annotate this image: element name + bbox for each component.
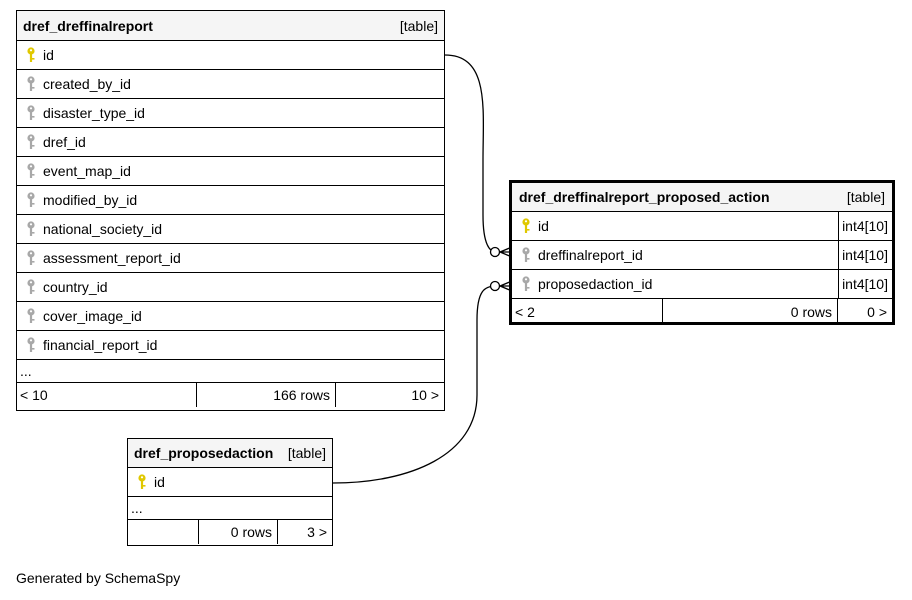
table-footer: < 10 166 rows 10 >: [17, 383, 444, 407]
row-count: 166 rows: [197, 383, 336, 407]
column-row[interactable]: financial_report_id: [17, 331, 444, 360]
generated-by-text: Generated by SchemaSpy: [16, 570, 181, 586]
row-count: 0 rows: [199, 520, 278, 544]
column-name: financial_report_id: [43, 337, 158, 353]
parents-count[interactable]: < 10: [17, 383, 197, 407]
foreign-key-icon: [27, 279, 35, 294]
children-count[interactable]: 10 >: [411, 387, 439, 403]
more-columns: ...: [128, 497, 332, 520]
table-name: dref_dreffinalreport: [23, 17, 153, 34]
children-count[interactable]: 3 >: [307, 524, 327, 540]
column-name: cover_image_id: [43, 308, 142, 324]
table-dref-proposedaction[interactable]: dref_proposedaction [table] id ... 0 row…: [127, 438, 333, 546]
more-columns: ...: [17, 360, 444, 383]
column-name: id: [538, 218, 549, 234]
children-count[interactable]: 0 >: [867, 303, 887, 320]
optional-marker: [489, 246, 501, 258]
column-name: dreffinalreport_id: [538, 247, 643, 263]
column-row[interactable]: assessment_report_id: [17, 244, 444, 273]
column-row[interactable]: national_society_id: [17, 215, 444, 244]
column-name: id: [154, 474, 165, 490]
foreign-key-icon: [27, 192, 35, 207]
table-header[interactable]: dref_proposedaction [table]: [128, 439, 332, 468]
column-row[interactable]: modified_by_id: [17, 186, 444, 215]
relationship-proposedaction-link: [332, 285, 497, 484]
primary-key-icon: [522, 218, 530, 233]
column-row[interactable]: created_by_id: [17, 70, 444, 99]
foreign-key-icon: [27, 221, 35, 236]
column-name: national_society_id: [43, 221, 163, 237]
parents-count[interactable]: < 2: [512, 299, 663, 324]
optional-marker: [489, 280, 501, 292]
column-name: proposedaction_id: [538, 276, 653, 292]
table-kind: [table]: [399, 17, 438, 34]
column-name: assessment_report_id: [43, 250, 181, 266]
table-name: dref_proposedaction: [134, 445, 274, 461]
column-row[interactable]: dreffinalreport_id int4[10]: [512, 241, 892, 270]
foreign-key-icon: [27, 76, 35, 91]
column-name: modified_by_id: [43, 192, 138, 208]
column-type: int4[10]: [838, 241, 892, 269]
foreign-key-icon: [522, 276, 530, 291]
parents-count[interactable]: [128, 520, 199, 544]
table-dref-dreffinalreport-proposed-action[interactable]: dref_dreffinalreport_proposed_action [ta…: [509, 180, 895, 325]
column-name: dref_id: [43, 134, 86, 150]
column-row[interactable]: event_map_id: [17, 157, 444, 186]
foreign-key-icon: [27, 250, 35, 265]
table-name: dref_dreffinalreport_proposed_action: [519, 189, 770, 205]
foreign-key-icon: [27, 134, 35, 149]
table-dref-dreffinalreport[interactable]: dref_dreffinalreport [table] id created_b…: [16, 10, 445, 411]
column-row[interactable]: proposedaction_id int4[10]: [512, 270, 892, 299]
column-type: int4[10]: [838, 270, 892, 298]
primary-key-icon: [138, 474, 146, 489]
column-row[interactable]: id: [17, 41, 444, 70]
column-name: id: [43, 47, 54, 63]
primary-key-icon: [27, 47, 35, 62]
column-name: event_map_id: [43, 163, 131, 179]
foreign-key-icon: [27, 308, 35, 323]
relationship-dreffinalreport-link: [444, 54, 497, 253]
column-name: disaster_type_id: [43, 105, 145, 121]
column-name: country_id: [43, 279, 108, 295]
column-list: id: [128, 468, 332, 497]
column-row[interactable]: disaster_type_id: [17, 99, 444, 128]
foreign-key-icon: [522, 247, 530, 262]
foreign-key-icon: [27, 105, 35, 120]
column-row[interactable]: cover_image_id: [17, 302, 444, 331]
table-kind: [table]: [846, 189, 885, 205]
column-row[interactable]: country_id: [17, 273, 444, 302]
column-row[interactable]: id: [128, 468, 332, 497]
column-row[interactable]: dref_id: [17, 128, 444, 157]
column-type: int4[10]: [838, 212, 892, 240]
foreign-key-icon: [27, 163, 35, 178]
column-name: created_by_id: [43, 76, 131, 92]
table-footer: 0 rows 3 >: [128, 520, 332, 544]
table-kind: [table]: [287, 445, 326, 461]
row-count: 0 rows: [663, 299, 838, 324]
column-row[interactable]: id int4[10]: [512, 212, 892, 241]
table-footer: < 2 0 rows 0 >: [512, 299, 892, 324]
foreign-key-icon: [27, 337, 35, 352]
table-header[interactable]: dref_dreffinalreport [table]: [17, 11, 444, 41]
table-header[interactable]: dref_dreffinalreport_proposed_action [ta…: [512, 183, 892, 212]
